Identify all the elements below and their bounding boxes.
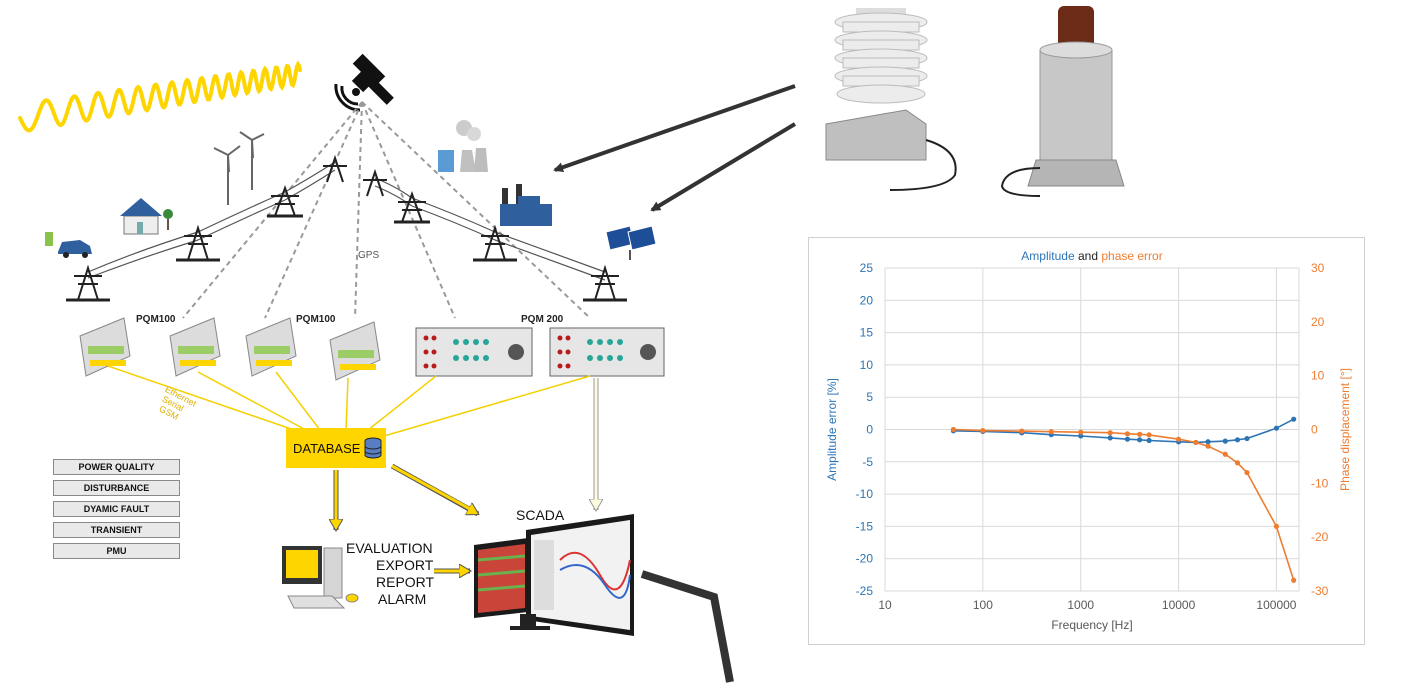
satellite-icon: [334, 53, 394, 112]
label-pqm200: PQM 200: [521, 314, 564, 325]
legend-disturbance: DISTURBANCE: [53, 480, 180, 496]
y2-tick-label: -10: [1311, 476, 1329, 490]
y-axis-label: Amplitude error [%]: [825, 378, 839, 481]
y-tick-label: -5: [862, 455, 873, 469]
connector-bracket: [640, 570, 734, 683]
solar-panel-icon: [605, 225, 657, 260]
workstation-icon: [282, 546, 359, 609]
database-box: DATABASE: [286, 428, 386, 468]
x-tick-label: 10000: [1162, 598, 1196, 612]
ev-car-icon: [45, 232, 92, 258]
series-point: [1124, 431, 1131, 437]
y2-tick-label: 10: [1311, 369, 1325, 383]
legend-dynamic-fault: DYAMIC FAULT: [53, 501, 180, 517]
y2-tick-label: 20: [1311, 315, 1325, 329]
series-point: [1078, 433, 1084, 439]
database-icon: [364, 437, 382, 459]
y2-tick-label: 30: [1311, 261, 1325, 275]
y2-tick-label: 0: [1311, 423, 1318, 437]
series-point: [1234, 460, 1241, 466]
label-evaluation: EVALUATION: [346, 540, 433, 556]
label-report: REPORT: [376, 574, 435, 590]
series-point: [1273, 425, 1280, 431]
y-tick-label: 25: [860, 261, 874, 275]
chart-title-part: and: [1075, 249, 1102, 263]
series-point: [1244, 469, 1250, 476]
legend-transient: TRANSIENT: [53, 522, 180, 538]
y2-axis-label: Phase displacement [°]: [1338, 368, 1352, 491]
series-point: [1205, 439, 1211, 445]
x-tick-label: 1000: [1067, 598, 1094, 612]
pylon-icon: [66, 154, 627, 302]
x-tick-label: 10: [878, 598, 892, 612]
y-tick-label: -20: [856, 552, 874, 566]
label-alarm: ALARM: [378, 591, 427, 607]
chart-title: Amplitude and phase error: [1021, 249, 1162, 263]
y-tick-label: 20: [860, 293, 874, 307]
arrow-db-scada-fill: [391, 464, 471, 511]
y-tick-label: -10: [856, 487, 874, 501]
series-point: [1222, 451, 1228, 457]
legend-power-quality: POWER QUALITY: [53, 459, 180, 475]
series-point: [1273, 523, 1280, 529]
series-point: [1244, 435, 1250, 442]
label-export: EXPORT: [376, 557, 434, 573]
pqm200-rack-icon: [415, 327, 665, 377]
current-sensor-icon: [1000, 6, 1125, 197]
chart-title-part: phase error: [1101, 249, 1162, 263]
sensor-arrow-2: [650, 122, 797, 212]
y2-tick-label: -30: [1311, 584, 1329, 598]
series-point: [1291, 577, 1297, 583]
series-point: [1019, 428, 1025, 434]
sensor-arrow-1: [553, 84, 796, 173]
database-links: [107, 365, 591, 437]
y-tick-label: -25: [856, 584, 874, 598]
series-point: [1175, 436, 1182, 442]
series-point: [1048, 429, 1054, 435]
series-point: [1137, 431, 1143, 437]
x-tick-label: 100000: [1256, 598, 1296, 612]
series-point: [1146, 432, 1152, 438]
signal-wave-icon: [18, 60, 302, 133]
y-tick-label: -15: [856, 519, 874, 533]
scada-monitors-icon: [474, 514, 634, 636]
series-point: [1193, 439, 1199, 446]
power-plant-icon: [438, 120, 488, 172]
series-line: [953, 428, 1295, 581]
wind-turbine-icon: [213, 131, 265, 205]
y-tick-label: 10: [860, 358, 874, 372]
x-tick-label: 100: [973, 598, 993, 612]
chart-title-part: Amplitude: [1021, 249, 1075, 263]
series-point: [1222, 438, 1228, 444]
label-pqm100-a: PQM100: [136, 314, 176, 325]
y-tick-label: 5: [866, 390, 873, 404]
y-tick-label: 15: [860, 326, 874, 340]
series-point: [1234, 437, 1241, 443]
voltage-sensor-icon: [825, 8, 957, 191]
series-point: [1137, 437, 1143, 443]
house-solar-icon: [120, 198, 173, 235]
series-point: [1078, 429, 1084, 435]
series-point: [1291, 416, 1297, 422]
series-point: [1205, 443, 1211, 449]
series-point: [980, 427, 986, 434]
pqm100-device-icon: [79, 317, 381, 381]
label-pqm100-b: PQM100: [296, 314, 336, 325]
series-point: [1107, 430, 1113, 436]
series-point: [1124, 436, 1131, 442]
y-tick-label: 0: [866, 423, 873, 437]
series-point: [1107, 435, 1113, 441]
series-point: [1146, 437, 1152, 444]
database-label: DATABASE: [293, 441, 361, 456]
label-scada: SCADA: [516, 507, 565, 523]
series-point: [950, 426, 957, 433]
legend-pmu: PMU: [53, 543, 180, 559]
factory-icon: [500, 184, 552, 226]
y2-tick-label: -20: [1311, 530, 1329, 544]
label-gps: GPS: [358, 250, 380, 261]
x-axis-label: Frequency [Hz]: [1051, 618, 1132, 632]
